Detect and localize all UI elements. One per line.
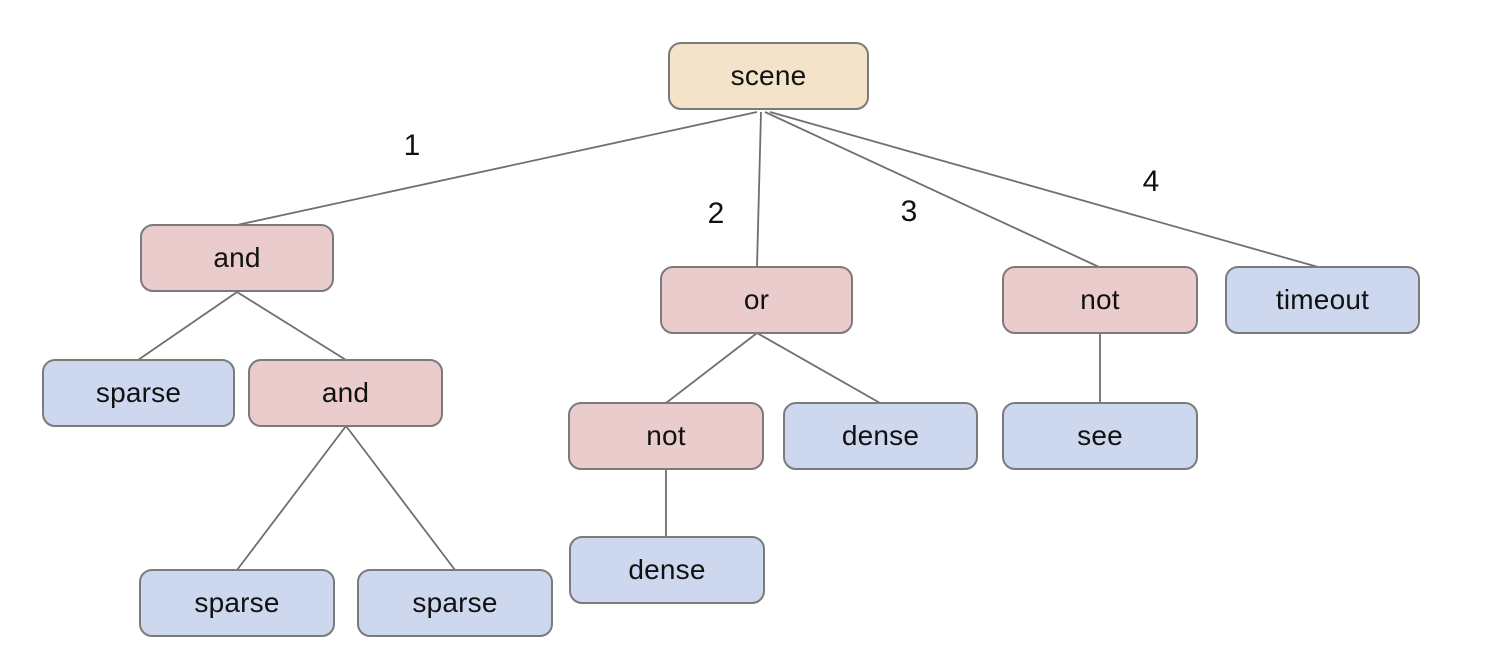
edge-label-1: 1 — [403, 129, 421, 162]
edge-or-dense — [756, 332, 881, 404]
edge-scene-not — [764, 111, 1100, 268]
edge-scene-timeout — [769, 111, 1319, 268]
node-or: or — [660, 266, 853, 334]
node-see: see — [1002, 402, 1198, 470]
node-dense-2: dense — [569, 536, 765, 604]
edge-and-and — [236, 291, 347, 361]
edge-and2-sparse-r — [345, 425, 456, 571]
edge-label-4: 4 — [1142, 165, 1160, 198]
edge-or-not — [665, 332, 758, 404]
node-and-1: and — [140, 224, 334, 292]
edge-label-2: 2 — [707, 197, 725, 230]
node-not-2: not — [568, 402, 764, 470]
edge-scene-or — [756, 111, 762, 268]
node-timeout: timeout — [1225, 266, 1420, 334]
node-not-1: not — [1002, 266, 1198, 334]
edge-label-3: 3 — [900, 195, 918, 228]
node-dense-1: dense — [783, 402, 978, 470]
node-sparse-2: sparse — [139, 569, 335, 637]
node-scene: scene — [668, 42, 869, 110]
node-sparse-1: sparse — [42, 359, 235, 427]
edge-scene-and — [236, 111, 758, 226]
edge-and2-sparse-l — [236, 425, 347, 571]
edge-and-sparse — [137, 291, 238, 361]
node-sparse-3: sparse — [357, 569, 553, 637]
node-and-2: and — [248, 359, 443, 427]
